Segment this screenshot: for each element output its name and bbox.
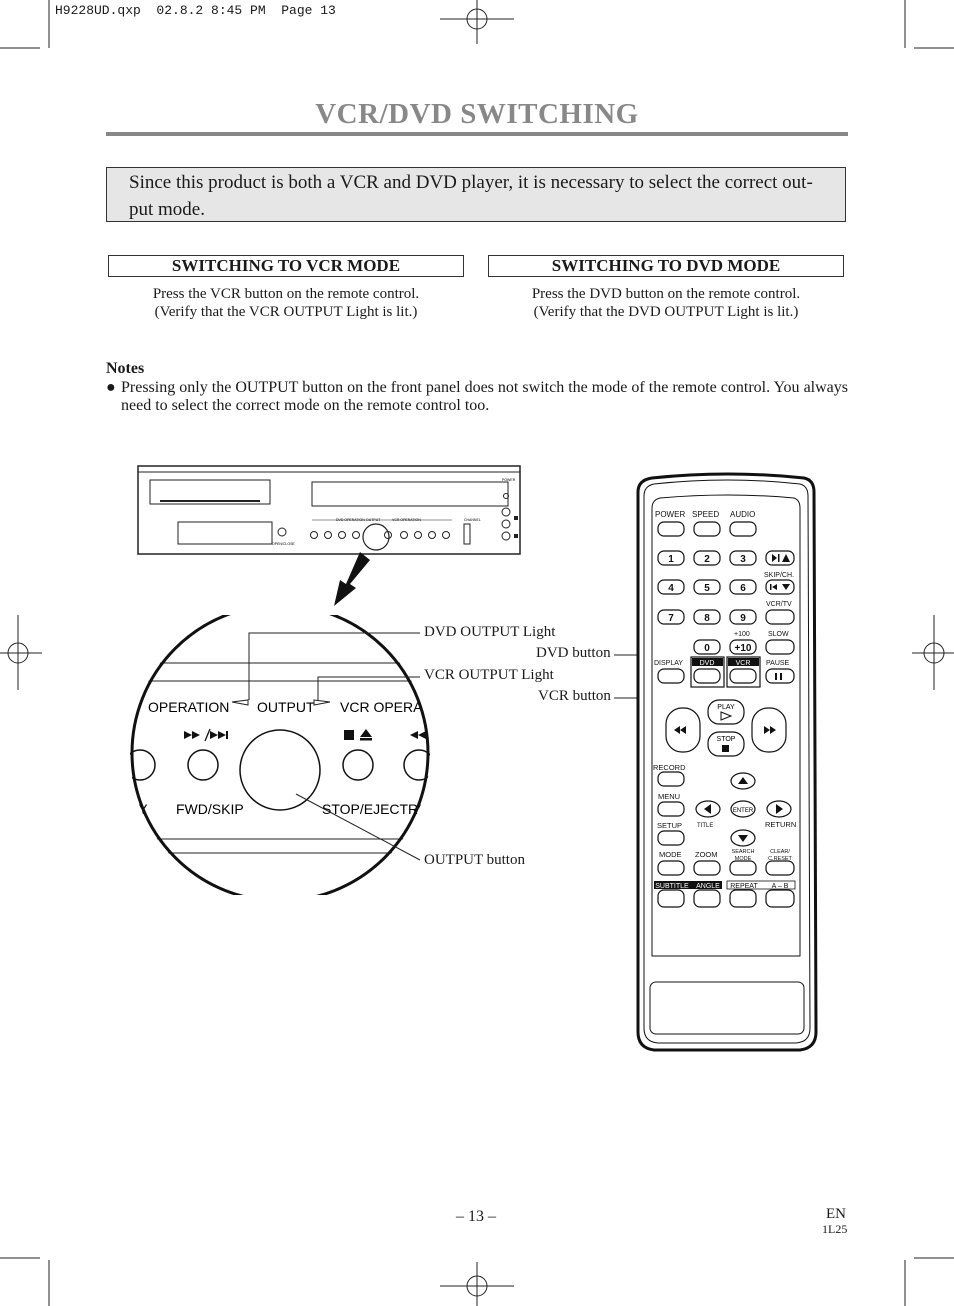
remote-subtitle-label: SUBTITLE <box>655 883 689 890</box>
remote-key-8: 8 <box>704 613 710 624</box>
mag-operation-label: OPERATION <box>148 699 229 715</box>
notes-heading: Notes <box>106 360 145 377</box>
remote-return-label: RETURN <box>765 820 796 829</box>
mag-output-label: OUTPUT <box>257 699 315 715</box>
remote-key-4: 4 <box>668 583 674 594</box>
player-output-label: OUTPUT <box>366 518 381 522</box>
remote-record-label: RECORD <box>653 763 686 772</box>
intro-box: Since this product is both a VCR and DVD… <box>106 167 846 222</box>
player-channel-label: CHANNEL <box>464 518 481 522</box>
remote-stop-label: STOP <box>717 736 736 743</box>
remote-search-mode-label: MODE <box>735 856 752 862</box>
player-dvd-operation-label: DVD OPERATION <box>336 518 365 522</box>
dvd-mode-heading: SWITCHING TO DVD MODE <box>488 255 844 277</box>
file-header: H9228UD.qxp 02.8.2 8:45 PM Page 13 <box>55 3 336 18</box>
remote-audio-label: AUDIO <box>730 510 755 519</box>
vcr-mode-instructions: Press the VCR button on the remote contr… <box>106 285 466 321</box>
dvd-mode-line-2: (Verify that the DVD OUTPUT Light is lit… <box>533 304 799 320</box>
remote-key-9: 9 <box>740 613 746 624</box>
remote-dvd-label: DVD <box>700 660 715 667</box>
remote-key-3: 3 <box>740 554 746 565</box>
notes-bullet: ● <box>106 379 116 396</box>
magnified-output-panel: OPERATION OUTPUT VCR OPERA AY FWD/SKIP S… <box>130 615 430 895</box>
remote-search-label: SEARCH <box>732 849 755 855</box>
page-title: VCR/DVD SWITCHING <box>315 98 639 130</box>
page-number: – 13 – <box>456 1208 496 1225</box>
remote-angle-label: ANGLE <box>696 883 720 890</box>
player-vcr-operation-label: VCR OPERATION <box>392 518 421 522</box>
remote-key-2: 2 <box>704 554 710 565</box>
remote-display-label: DISPLAY <box>654 660 683 667</box>
remote-clear-label: CLEAR/ <box>770 849 790 855</box>
remote-enter-label: ENTER <box>733 808 754 814</box>
remote-key-6: 6 <box>740 583 746 594</box>
remote-zoom-label: ZOOM <box>695 850 718 859</box>
mag-stop-eject-label: STOP/EJECT <box>322 801 409 817</box>
dvd-mode-line-1: Press the DVD button on the remote contr… <box>531 286 801 302</box>
remote-control: POWER SPEED AUDIO 1 2 3 4 5 6 7 <box>636 472 818 1052</box>
vcr-mode-line-2: (Verify that the VCR OUTPUT Light is lit… <box>154 304 418 320</box>
magnify-arrow-icon <box>334 552 370 606</box>
remote-key-1: 1 <box>668 554 674 565</box>
remote-vcr-label: VCR <box>736 660 751 667</box>
remote-setup-label: SETUP <box>657 821 682 830</box>
language-code: EN <box>826 1206 846 1222</box>
remote-play-label: PLAY <box>717 704 735 711</box>
player-front-panel: POWER OPEN/CLOSE DVD OPERATION OUTPUT VC… <box>137 465 521 555</box>
remote-menu-label: MENU <box>658 792 680 801</box>
remote-skip-ch-label: SKIP/CH. <box>764 572 794 579</box>
dvd-mode-instructions: Press the DVD button on the remote contr… <box>486 285 846 321</box>
player-open-close-label: OPEN/CLOSE <box>272 542 295 546</box>
callout-output-button: OUTPUT button <box>424 852 525 868</box>
remote-mode-label: MODE <box>659 850 682 859</box>
callout-vcr-output-light: VCR OUTPUT Light <box>424 667 554 683</box>
remote-key-7: 7 <box>668 613 674 624</box>
callout-dvd-output-light: DVD OUTPUT Light <box>424 624 556 640</box>
mag-fwd-skip-label: FWD/SKIP <box>176 801 244 817</box>
remote-repeat-label: REPEAT <box>730 883 758 890</box>
remote-key-plus10: +10 <box>735 643 752 654</box>
remote-creset-label: C.RESET <box>768 856 792 862</box>
remote-title-label: TITLE <box>697 823 713 829</box>
remote-key-0: 0 <box>704 643 710 654</box>
remote-slow-label: SLOW <box>768 631 789 638</box>
vcr-mode-heading: SWITCHING TO VCR MODE <box>108 255 464 277</box>
document-code: 1L25 <box>822 1222 848 1236</box>
remote-key-5: 5 <box>704 583 710 594</box>
remote-power-label: POWER <box>655 510 685 519</box>
callout-vcr-button: VCR button <box>538 688 611 704</box>
remote-a-b-label: A – B <box>772 883 789 890</box>
remote-pause-label: PAUSE <box>766 660 790 667</box>
title-rule <box>106 132 848 136</box>
vcr-mode-line-1: Press the VCR button on the remote contr… <box>152 286 420 302</box>
mag-vcr-operation-label: VCR OPERA <box>340 699 423 715</box>
remote-vcr-tv-label: VCR/TV <box>766 601 792 608</box>
player-power-label: POWER <box>502 478 516 482</box>
remote-plus100-label: +100 <box>734 631 750 638</box>
notes-item: Pressing only the OUTPUT button on the f… <box>121 379 848 414</box>
remote-speed-label: SPEED <box>692 510 719 519</box>
callout-dvd-button: DVD button <box>536 645 611 661</box>
